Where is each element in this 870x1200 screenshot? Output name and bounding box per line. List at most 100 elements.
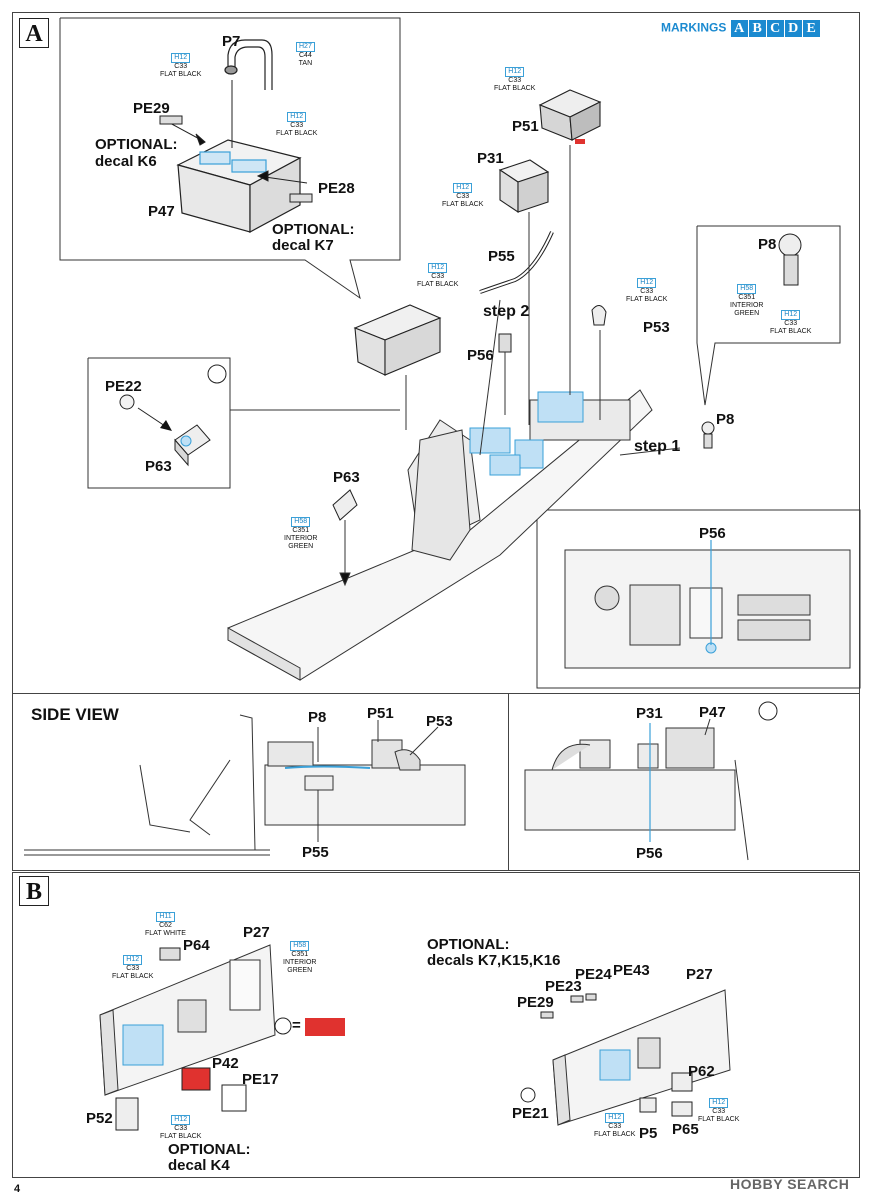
paint-p31: H12 C33 FLAT BLACK xyxy=(442,183,483,209)
paint-c-code: C33 xyxy=(456,193,470,200)
step-b-frame xyxy=(12,872,860,1178)
p42-part-drawing xyxy=(181,1067,211,1091)
paint-p53: H12 C33 FLAT BLACK xyxy=(626,278,667,304)
side-view-title: SIDE VIEW xyxy=(31,705,119,724)
b-paint-green: H58 C351 INTERIOR GREEN xyxy=(283,941,316,975)
paint-name: FLAT BLACK xyxy=(770,328,812,335)
paint-name: FLAT BLACK xyxy=(626,296,668,303)
paint-p8-green: H58 C351 INTERIOR GREEN xyxy=(730,284,763,318)
marking-option-d: D xyxy=(784,20,802,37)
paint-name-1: INTERIOR xyxy=(283,959,317,966)
paint-name: FLAT BLACK xyxy=(442,201,484,208)
paint-c-code: C351 xyxy=(738,294,756,301)
optional-k6-line1: OPTIONAL: xyxy=(95,136,178,153)
paint-c-code: C351 xyxy=(291,951,309,958)
paint-name: FLAT BLACK xyxy=(160,1133,202,1140)
inset-battery-frame xyxy=(59,17,401,300)
b-label-p27-right: P27 xyxy=(686,966,713,983)
paint-h-code: H58 xyxy=(291,517,311,527)
b-optional-right-2: decals K7,K15,K16 xyxy=(427,952,561,969)
side-view-right-drawing xyxy=(524,727,749,861)
paint-p7-right: H27 C44 TAN xyxy=(296,42,315,68)
paint-name: FLAT BLACK xyxy=(494,85,536,92)
paint-c-code: C33 xyxy=(431,273,445,280)
paint-c-code: C33 xyxy=(290,122,304,129)
paint-name: FLAT BLACK xyxy=(417,281,459,288)
optional-k6-line2: decal K6 xyxy=(95,153,157,170)
paint-name-1: INTERIOR xyxy=(730,302,764,309)
paint-h-code: H12 xyxy=(709,1098,729,1108)
label-step1: step 1 xyxy=(634,438,681,455)
paint-h-code: H12 xyxy=(505,67,525,77)
paint-h-code: H12 xyxy=(637,278,657,288)
paint-c-code: C33 xyxy=(126,965,140,972)
optional-k7-line2: decal K7 xyxy=(272,237,334,254)
paint-name: FLAT BLACK xyxy=(594,1131,636,1138)
paint-p7-left: H12 C33 FLAT BLACK xyxy=(160,53,201,79)
battery-box-drawing xyxy=(176,139,302,234)
label-p56: P56 xyxy=(467,347,494,364)
label-p53: P53 xyxy=(643,319,670,336)
b-label-pe17: PE17 xyxy=(242,1071,279,1088)
paint-name-2: GREEN xyxy=(287,967,313,974)
side-label-p56: P56 xyxy=(636,845,663,862)
side-label-p47: P47 xyxy=(699,704,726,721)
label-p63-inset: P63 xyxy=(145,458,172,475)
label-pe29: PE29 xyxy=(133,100,170,117)
b-label-p62: P62 xyxy=(688,1063,715,1080)
side-view-frame-right xyxy=(508,693,860,871)
rotate-icon-drawing xyxy=(207,364,227,384)
marking-option-e: E xyxy=(802,20,820,37)
b-label-pe21: PE21 xyxy=(512,1105,549,1122)
b-label-p5: P5 xyxy=(639,1125,658,1142)
step-a-marker: A xyxy=(19,18,49,48)
b-paint-p5: H12 C33 FLAT BLACK xyxy=(594,1113,635,1139)
color-key-equals: = xyxy=(292,1017,301,1034)
side-label-p51: P51 xyxy=(367,705,394,722)
color-key-icon xyxy=(274,1017,292,1035)
p64-part-drawing xyxy=(159,947,181,961)
label-p7: P7 xyxy=(222,33,241,50)
label-p47: P47 xyxy=(148,203,175,220)
battery-box-small-drawing xyxy=(353,304,442,376)
b-label-p42: P42 xyxy=(212,1055,239,1072)
highlighted-parts xyxy=(469,391,584,476)
label-p55: P55 xyxy=(488,248,515,265)
label-p8-inset: P8 xyxy=(758,236,777,253)
b-label-pe29: PE29 xyxy=(517,994,554,1011)
paint-c-code: C33 xyxy=(174,63,188,70)
paint-battery: H12 C33 FLAT BLACK xyxy=(276,112,317,138)
paint-p55: H12 C33 FLAT BLACK xyxy=(417,263,458,289)
paint-name: TAN xyxy=(298,60,313,67)
inset-p8-frame xyxy=(696,225,841,406)
p51-box-drawing xyxy=(538,89,602,141)
paint-c-code: C351 xyxy=(292,527,310,534)
paint-c-code: C33 xyxy=(640,288,654,295)
side-label-p55: P55 xyxy=(302,844,329,861)
paint-h-code: H12 xyxy=(171,1115,191,1125)
paint-name: FLAT BLACK xyxy=(160,71,202,78)
paint-name-1: INTERIOR xyxy=(284,535,318,542)
p51-red-marker xyxy=(575,139,585,144)
paint-name: FLAT BLACK xyxy=(112,973,154,980)
label-pe22: PE22 xyxy=(105,378,142,395)
paint-name: FLAT BLACK xyxy=(276,130,318,137)
inset-pe22-frame xyxy=(87,357,400,489)
b-label-pe24: PE24 xyxy=(575,966,612,983)
b-label-pe43: PE43 xyxy=(613,962,650,979)
step-b-left-panel-drawing xyxy=(99,944,276,1096)
paint-h-code: H58 xyxy=(290,941,310,951)
label-p51: P51 xyxy=(512,118,539,135)
b-paint-black-left: H12 C33 FLAT BLACK xyxy=(112,955,153,981)
paint-h-code: H12 xyxy=(287,112,307,122)
p56-detail-drawing xyxy=(564,549,851,669)
side-label-p31: P31 xyxy=(636,705,663,722)
page-number: 4 xyxy=(14,1183,21,1195)
b-label-p52: P52 xyxy=(86,1110,113,1127)
paint-h-code: H12 xyxy=(781,310,801,320)
label-p56-detail: P56 xyxy=(699,525,726,542)
step-b-right-panel-drawing xyxy=(552,989,731,1126)
p53-part-drawing xyxy=(591,305,607,326)
